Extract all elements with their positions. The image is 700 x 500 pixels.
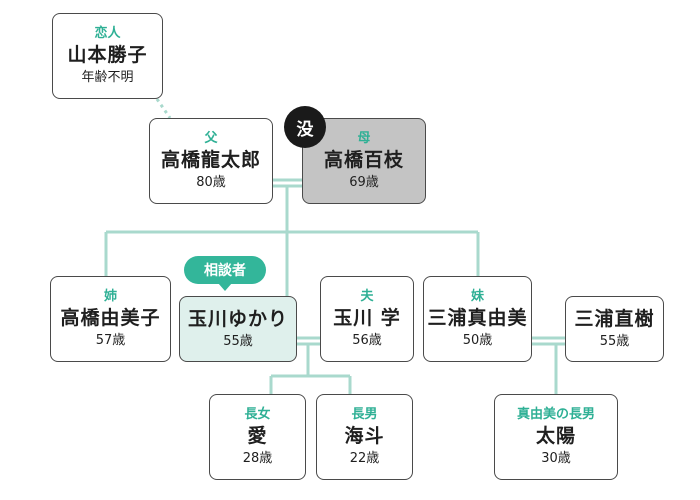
husband-role: 夫 — [360, 288, 374, 304]
mayumi-son-box: 真由美の長男 太陽 30歳 — [494, 394, 618, 480]
consultant-label-bubble: 相談者 — [184, 256, 266, 291]
younger-sister-age: 50歳 — [462, 332, 493, 348]
father-role: 父 — [204, 130, 218, 146]
elder-sister-box: 姉 高橋由美子 57歳 — [50, 276, 171, 362]
lover-box: 恋人 山本勝子 年齢不明 — [52, 13, 163, 99]
elder-sister-role: 姉 — [103, 288, 117, 304]
mother-age: 69歳 — [349, 174, 379, 190]
eldest-son-role: 長男 — [351, 406, 378, 422]
father-name: 高橋龍太郎 — [160, 149, 261, 172]
lover-link — [155, 98, 172, 119]
sister-husband-box: 三浦直樹 55歳 — [565, 296, 664, 362]
consultant-age: 55歳 — [223, 333, 253, 349]
mayumi-son-name: 太陽 — [535, 425, 576, 448]
eldest-daughter-name: 愛 — [247, 425, 268, 448]
lover-name: 山本勝子 — [67, 44, 148, 67]
eldest-daughter-role: 長女 — [244, 406, 271, 422]
lover-role: 恋人 — [94, 25, 121, 41]
deceased-badge: 没 — [284, 106, 326, 148]
eldest-son-name: 海斗 — [344, 425, 385, 448]
mayumi-son-age: 30歳 — [541, 450, 571, 466]
sister-husband-name: 三浦直樹 — [574, 308, 655, 330]
elder-sister-age: 57歳 — [95, 332, 126, 348]
eldest-daughter-age: 28歳 — [242, 450, 273, 466]
younger-sister-box: 妹 三浦真由美 50歳 — [423, 276, 532, 362]
father-age: 80歳 — [196, 174, 226, 190]
lover-age: 年齢不明 — [81, 69, 134, 85]
eldest-son-box: 長男 海斗 22歳 — [316, 394, 413, 480]
husband-name: 玉川 学 — [333, 307, 401, 330]
mayumi-son-role: 真由美の長男 — [516, 406, 595, 422]
eldest-daughter-box: 長女 愛 28歳 — [209, 394, 306, 480]
younger-sister-role: 妹 — [470, 288, 484, 304]
eldest-son-age: 22歳 — [349, 450, 380, 466]
elder-sister-name: 高橋由美子 — [60, 307, 161, 330]
husband-age: 56歳 — [352, 332, 382, 348]
sister-husband-age: 55歳 — [599, 333, 630, 349]
husband-box: 夫 玉川 学 56歳 — [320, 276, 414, 362]
consultant-box: 玉川ゆかり 55歳 — [179, 296, 297, 362]
mother-role: 母 — [357, 130, 371, 146]
younger-sister-name: 三浦真由美 — [427, 307, 528, 330]
father-box: 父 高橋龍太郎 80歳 — [149, 118, 273, 204]
consultant-name: 玉川ゆかり — [187, 308, 288, 330]
mother-name: 高橋百枝 — [323, 149, 404, 172]
